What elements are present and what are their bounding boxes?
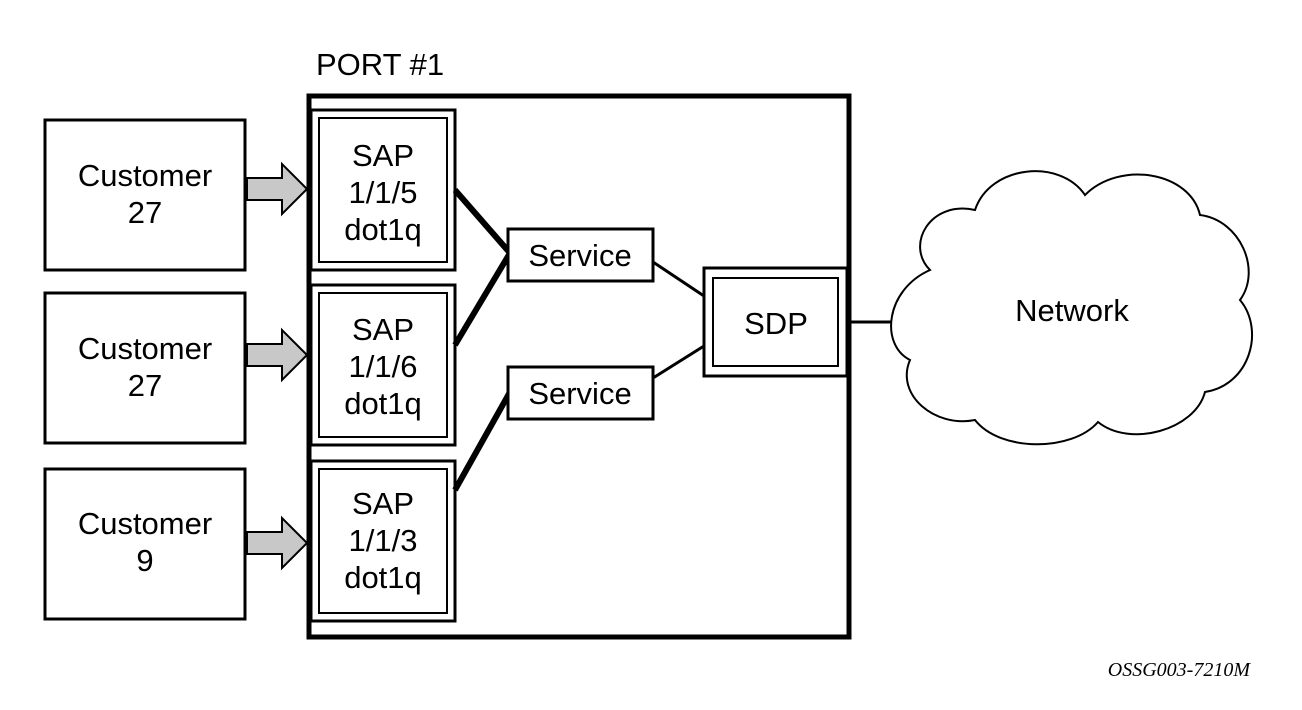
customer-label: Customer	[78, 158, 212, 193]
sap3-service2-link	[452, 390, 513, 492]
sap-encap: dot1q	[344, 386, 422, 421]
customer-label: Customer	[78, 506, 212, 541]
sap-label: SAP	[352, 486, 414, 521]
sap1-service1-link	[452, 188, 513, 255]
sap-box-1: SAP 1/1/5 dot1q	[309, 108, 457, 272]
service-label: Service	[528, 238, 631, 273]
sap2-service1-link	[452, 251, 513, 347]
sap-port: 1/1/3	[349, 523, 418, 558]
customer-arrow-1	[246, 161, 309, 217]
sdp-box: SDP	[702, 266, 849, 378]
network-label: Network	[1015, 293, 1129, 328]
sap-label: SAP	[352, 312, 414, 347]
figure-id: OSSG003-7210M	[1108, 659, 1252, 681]
sap-port: 1/1/5	[349, 175, 418, 210]
service1-sdp-link	[652, 260, 705, 298]
customer-id: 27	[128, 195, 162, 230]
sap-port: 1/1/6	[349, 349, 418, 384]
sap-encap: dot1q	[344, 560, 422, 595]
customer-box-3: Customer 9	[43, 467, 247, 621]
sap-box-3: SAP 1/1/3 dot1q	[309, 459, 457, 623]
customer-box-2: Customer 27	[43, 291, 247, 445]
service-label: Service	[528, 376, 631, 411]
customer-label: Customer	[78, 331, 212, 366]
service-box-1: Service	[506, 227, 655, 283]
sap-box-2: SAP 1/1/6 dot1q	[309, 283, 457, 447]
network-cloud: Network	[890, 170, 1254, 446]
customer-arrow-2	[246, 327, 309, 383]
sap-label: SAP	[352, 138, 414, 173]
customer-id: 9	[136, 543, 153, 578]
sdp-label: SDP	[744, 306, 808, 341]
customer-arrow-3	[246, 515, 309, 571]
customer-box-1: Customer 27	[43, 118, 247, 272]
port-label: PORT #1	[316, 47, 444, 82]
service2-sdp-link	[652, 344, 705, 380]
service-box-2: Service	[506, 365, 655, 421]
port-box	[306, 93, 852, 640]
customer-id: 27	[128, 368, 162, 403]
sap-encap: dot1q	[344, 212, 422, 247]
